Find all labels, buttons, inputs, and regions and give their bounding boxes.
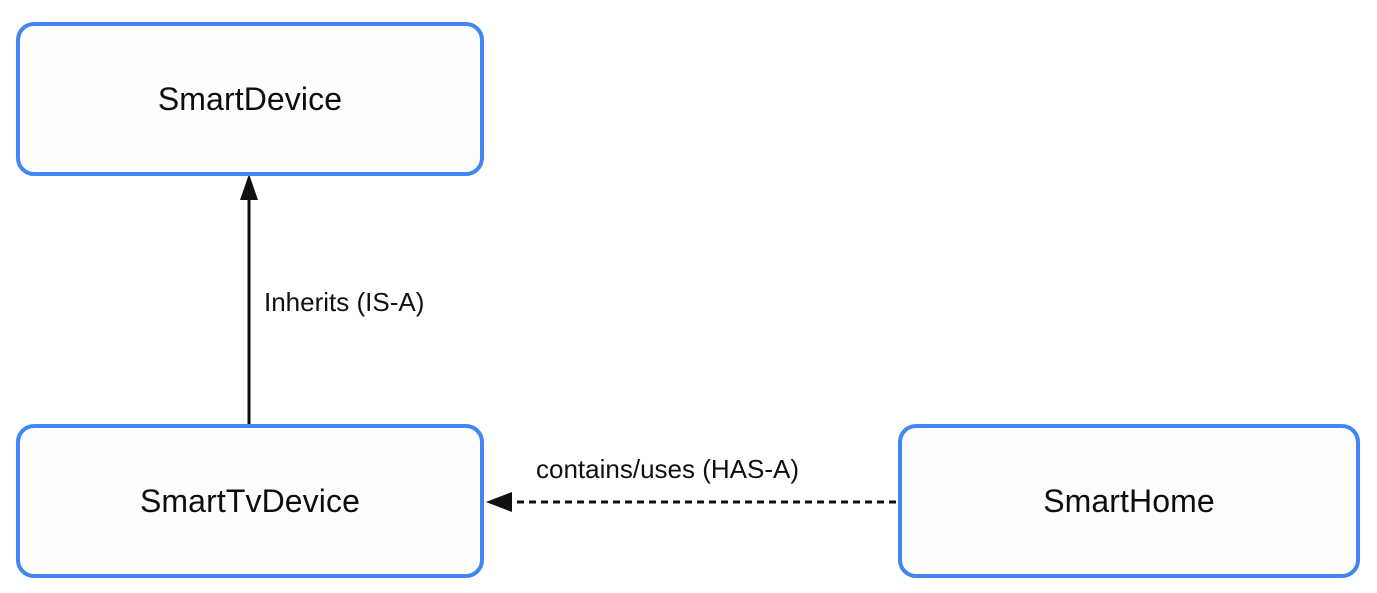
class-node-smarttvdevice[interactable]: SmartTvDevice: [16, 424, 484, 578]
inherits-arrowhead-icon: [240, 174, 258, 200]
edge-label-inherits: Inherits (IS-A): [264, 287, 425, 317]
edge-label-contains: contains/uses (HAS-A): [536, 454, 799, 484]
class-node-smarthome[interactable]: SmartHome: [898, 424, 1360, 578]
class-node-smartdevice[interactable]: SmartDevice: [16, 22, 484, 176]
contains-arrowhead-icon: [486, 492, 512, 512]
class-node-label-smartdevice: SmartDevice: [157, 81, 343, 117]
edge-inherits-is-a: [240, 174, 258, 424]
class-node-label-smarthome: SmartHome: [1043, 483, 1215, 519]
edge-contains-has-a: [486, 492, 896, 512]
class-node-label-smarttvdevice: SmartTvDevice: [139, 483, 360, 519]
